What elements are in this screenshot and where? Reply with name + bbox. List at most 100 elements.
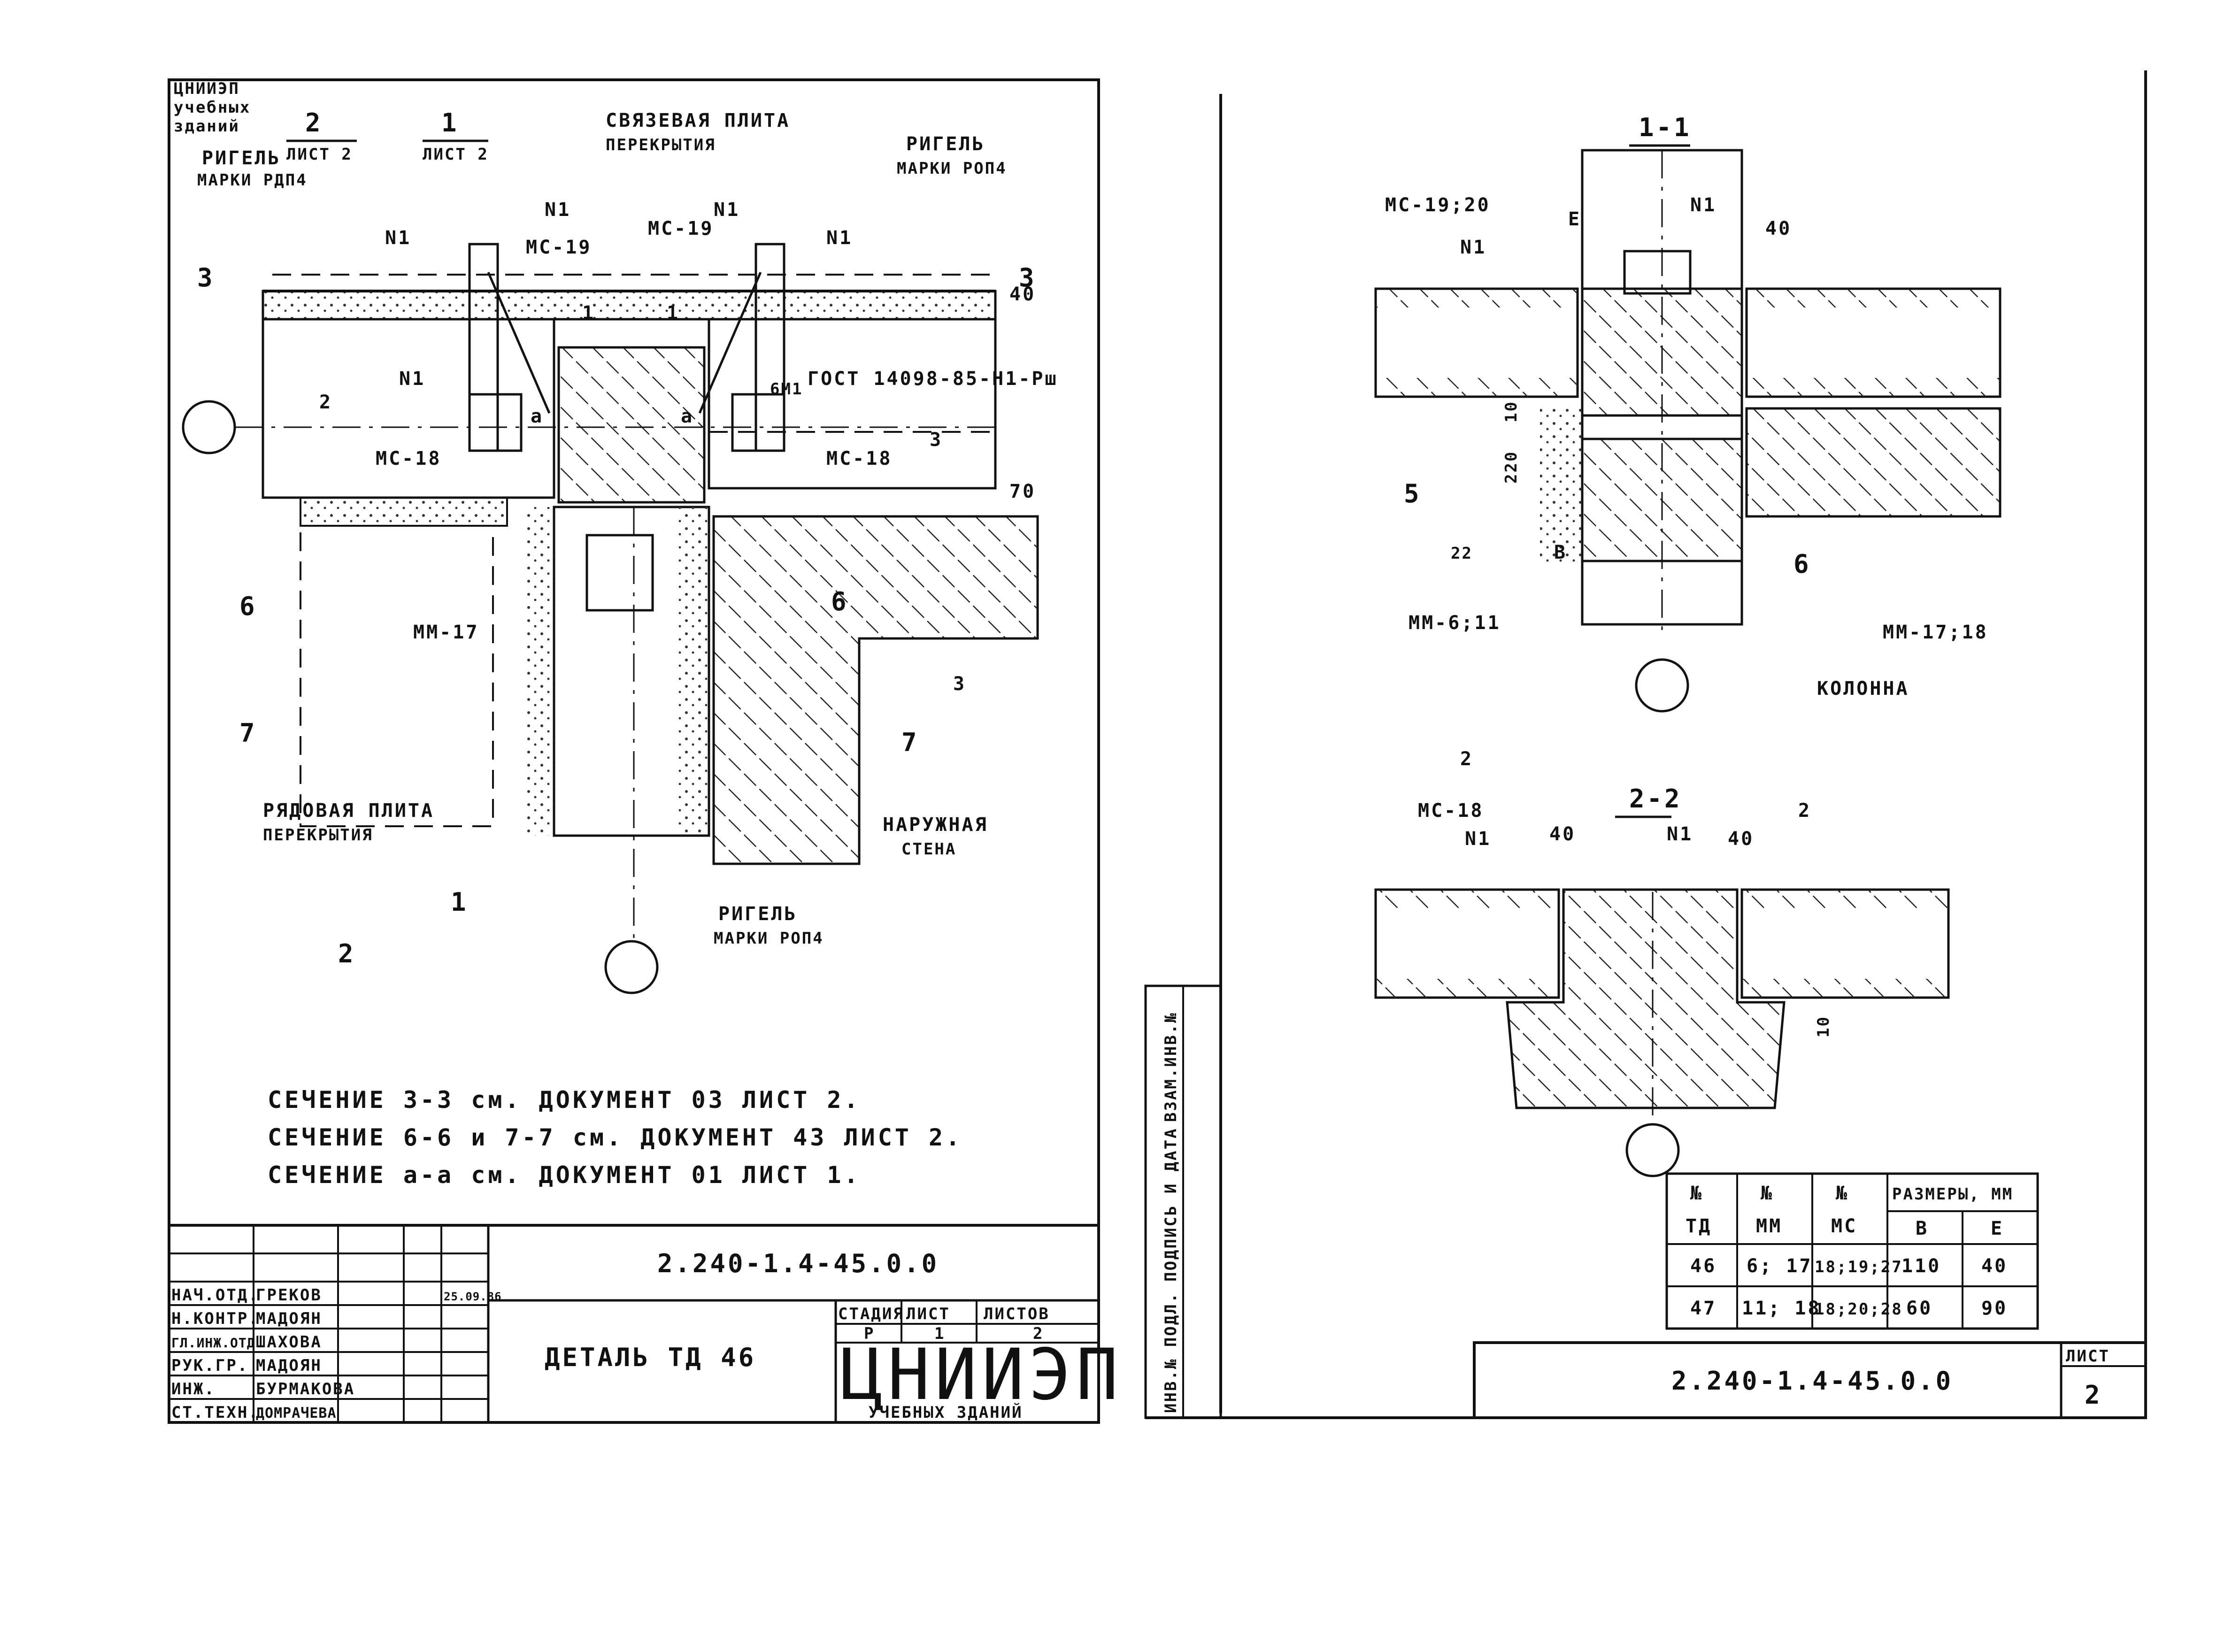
drawing-label: 47 <box>1690 1298 1717 1319</box>
drawing-label: 2 <box>305 108 323 138</box>
drawing-label: Р <box>864 1324 875 1343</box>
section-ref-2: 2 ЛИСТ 2 <box>286 108 357 164</box>
org-sub: УЧЕБНЫХ ЗДАНИЙ <box>869 1403 1023 1422</box>
drawing-label: ЦНИИЭП <box>174 79 240 98</box>
drawing-label: № <box>1761 1183 1774 1204</box>
drawing-label: N1 <box>1465 828 1491 850</box>
label-row-slab: РЯДОВАЯ ПЛИТА <box>263 800 434 822</box>
drawing-label: 6М1 <box>770 380 803 399</box>
section-1-1: 1-1 МС-19;20 N1 N1 Е 40 10 220 22 <box>1374 113 2001 713</box>
drawing-label: N1 <box>714 199 740 221</box>
label-tie-slab-2: ПЕРЕКРЫТИЯ <box>606 136 716 154</box>
drawing-label: 2 <box>1460 748 1473 770</box>
axis-bubble-2-2 <box>1625 1123 1680 1177</box>
drawing-label: а <box>681 406 694 427</box>
drawing-label: 2 <box>338 939 356 968</box>
drawing-label: а <box>531 406 544 427</box>
drawing-label: 6 <box>831 587 849 616</box>
drawing-label: 90 <box>1981 1298 2008 1319</box>
outer-wall <box>712 515 1039 865</box>
corner-stamp: ЦНИИЭП учебных зданий <box>174 79 251 136</box>
drawing-label: ТД <box>1686 1215 1712 1237</box>
drawing-label: ММ-6;11 <box>1409 612 1501 634</box>
right-title-block: 2.240-1.4-45.0.0 ЛИСТ 2 <box>1473 1341 2147 1419</box>
left-sheet: ЦНИИЭП учебных зданий 2 ЛИСТ 2 1 ЛИСТ 2 … <box>168 78 1118 1424</box>
drawing-label: МС-18 <box>826 448 892 469</box>
drawing-label: зданий <box>174 117 240 136</box>
drawing-label: 40 <box>1765 218 1792 239</box>
drawing-label: Е <box>1991 1218 2004 1239</box>
drawing-label: МАДОЯН <box>256 1356 322 1375</box>
drawing-label: МАДОЯН <box>256 1309 322 1328</box>
drawing-label: 110 <box>1901 1255 1941 1277</box>
drawing-label: ШАХОВА <box>256 1333 322 1352</box>
drawing-label: ЛИСТ 2 <box>423 145 489 164</box>
drawing-label: ММ <box>1756 1215 1782 1237</box>
drawing-label: 40 <box>1549 823 1576 845</box>
row-slab <box>300 525 494 827</box>
drawing-label: 18;20;28 <box>1815 1300 1903 1319</box>
rigel-left-body <box>262 318 555 499</box>
drawing-label: N1 <box>1460 237 1486 258</box>
drawing-label: БУРМАКОВА <box>256 1380 355 1398</box>
drawing-label: 1 <box>582 302 595 324</box>
left-doc-code: 2.240-1.4-45.0.0 <box>657 1249 939 1278</box>
drawing-label: N1 <box>399 368 425 390</box>
drawing-label: 3 <box>1019 263 1037 292</box>
sizes-table: № ТД № ММ № МС РАЗМЕРЫ, ММ В Е 46 6; 17 … <box>1665 1172 2039 1330</box>
drawing-label: МС-19 <box>648 218 714 239</box>
drawing-label: 18;19;27 <box>1815 1258 1903 1276</box>
drawing-label: 40 <box>1981 1255 2008 1277</box>
left-title: ДЕТАЛЬ ТД 46 <box>545 1343 756 1372</box>
drawing-label: МАРКИ РОП4 <box>714 929 824 948</box>
drawing-label: ИНВ.№ ПОДЛ. <box>1162 1292 1180 1413</box>
section-ref-1: 1 ЛИСТ 2 <box>423 108 489 164</box>
drawing-label: 2 <box>319 392 332 413</box>
drawing-label: N1 <box>1690 194 1717 216</box>
note-3: СЕЧЕНИЕ а-а см. ДОКУМЕНТ 01 ЛИСТ 1. <box>268 1161 861 1189</box>
drawing-label: 6 <box>1794 549 1811 579</box>
right-doc-code: 2.240-1.4-45.0.0 <box>1671 1366 1953 1396</box>
drawing-label: 11; 18 <box>1742 1298 1821 1319</box>
drawing-label: ММ-17;18 <box>1883 622 1988 643</box>
label-rigel-left-mark: МАРКИ РДП4 <box>197 171 308 190</box>
axis-bubble-1-1 <box>1635 658 1689 713</box>
drawing-label: 70 <box>1009 481 1036 502</box>
column-core <box>557 346 706 504</box>
label-tie-slab: СВЯЗЕВАЯ ПЛИТА <box>606 110 790 131</box>
label-column: КОЛОННА <box>1817 678 1909 699</box>
section-1-1-title: 1-1 <box>1639 113 1692 142</box>
drawing-label: 1 <box>667 302 680 324</box>
drawing-label: N1 <box>1667 823 1693 845</box>
label-rigel-bottom: РИГЕЛЬ <box>718 903 798 925</box>
drawing-label: 3 <box>953 673 966 695</box>
section-2-2: 2-2 2 2 МС-18 N1 N1 40 40 10 <box>1374 748 1950 1177</box>
drawing-label: Н.КОНТР. <box>171 1309 260 1328</box>
rigel-2-2 <box>1506 888 1786 1109</box>
drawing-label: 3 <box>197 263 215 292</box>
notes: СЕЧЕНИЕ 3-3 см. ДОКУМЕНТ 03 ЛИСТ 2. СЕЧЕ… <box>268 1086 960 1189</box>
drawing-label: N1 <box>545 199 571 221</box>
drawing-label: ГЛ.ИНЖ.ОТД <box>171 1335 255 1351</box>
drawing-label: ГРЕКОВ <box>256 1286 322 1305</box>
drawing-label: 2 <box>1033 1324 1044 1343</box>
drawing-label: 7 <box>901 728 919 757</box>
drawing-label: Е <box>1568 208 1581 230</box>
drawing-label: ЛИСТ 2 <box>286 145 353 164</box>
section-2-2-title: 2-2 <box>1629 784 1682 814</box>
drawing-label: N1 <box>826 227 853 249</box>
note-1: СЕЧЕНИЕ 3-3 см. ДОКУМЕНТ 03 ЛИСТ 2. <box>268 1086 861 1114</box>
drawing-label: N1 <box>385 227 411 249</box>
drawing-label: 40 <box>1009 284 1036 305</box>
left-title-block: 2.240-1.4-45.0.0 ДЕТАЛЬ ТД 46 НАЧ.ОТД. Г… <box>168 1224 1118 1424</box>
drawing-label: МС <box>1831 1215 1857 1237</box>
drawing-label: учебных <box>174 98 251 117</box>
drawing-label: РАЗМЕРЫ, ММ <box>1892 1185 2013 1204</box>
label-rigel-left: РИГЕЛЬ <box>202 147 281 169</box>
label-outer-wall: НАРУЖНАЯ <box>883 814 988 836</box>
drawing-label: 25.09.86 <box>444 1290 502 1303</box>
drawing-label: 10 <box>1814 1015 1833 1037</box>
drawing-label: В <box>1916 1218 1929 1239</box>
drawing-label: МС-18 <box>376 448 441 469</box>
